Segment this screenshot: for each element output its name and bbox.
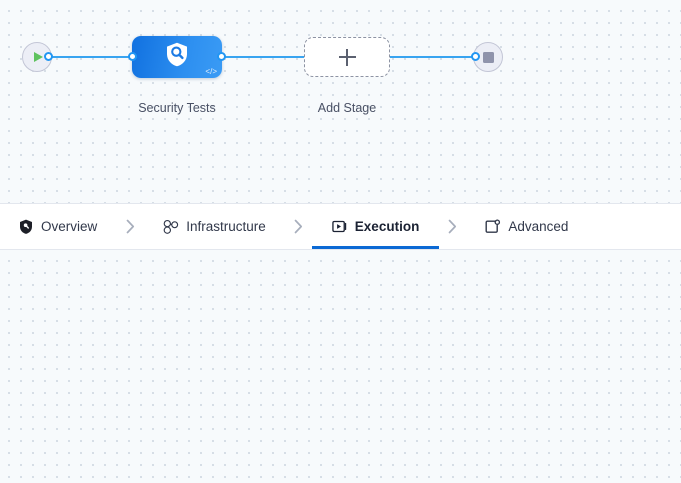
tab-execution-label: Execution	[354, 219, 420, 234]
tab-separator-2	[268, 219, 330, 234]
shield-filled-icon	[18, 219, 34, 235]
plus-icon	[338, 48, 356, 66]
tab-overview-label: Overview	[41, 219, 98, 234]
chevron-right-icon	[294, 219, 303, 234]
edge-add-stage-to-end	[390, 56, 476, 58]
execution-step-canvas[interactable]: </> Snyk Container Scan </> Ingest Snyk …	[0, 250, 681, 483]
tab-infrastructure[interactable]: Infrastructure	[161, 204, 268, 249]
stage-node-security-tests[interactable]: </>	[132, 36, 222, 78]
edge-security-tests-to-add-stage	[220, 56, 306, 58]
stage-label-security-tests: Security Tests	[138, 101, 216, 115]
chevron-right-icon	[448, 219, 456, 234]
add-stage-button[interactable]	[304, 37, 390, 77]
stop-icon	[482, 51, 494, 63]
port-start-out[interactable]	[44, 52, 53, 61]
code-badge-icon: </>	[205, 67, 217, 76]
port-security-tests-in[interactable]	[128, 52, 137, 61]
tab-infrastructure-label: Infrastructure	[186, 219, 266, 234]
advanced-gear-icon	[485, 218, 501, 235]
tab-advanced[interactable]: Advanced	[483, 204, 570, 249]
shield-search-icon	[165, 42, 189, 73]
add-stage-label: Add Stage	[317, 101, 377, 115]
tab-separator-3	[421, 219, 483, 234]
infrastructure-nodes-icon	[163, 219, 179, 235]
tab-bar[interactable]: Overview Infrastructure	[0, 203, 681, 250]
tab-advanced-label: Advanced	[508, 219, 569, 234]
execution-play-icon	[332, 219, 348, 235]
tab-overview[interactable]: Overview	[16, 204, 99, 249]
port-end-in[interactable]	[471, 52, 480, 61]
edge-start-to-security-tests	[48, 56, 136, 58]
play-icon	[34, 52, 43, 62]
port-security-tests-out[interactable]	[217, 52, 226, 61]
chevron-right-icon	[126, 219, 134, 234]
stage-canvas[interactable]: </> Security Tests Add Stage	[0, 0, 681, 203]
tab-separator-1	[99, 219, 161, 234]
tab-execution[interactable]: Execution	[311, 204, 439, 249]
